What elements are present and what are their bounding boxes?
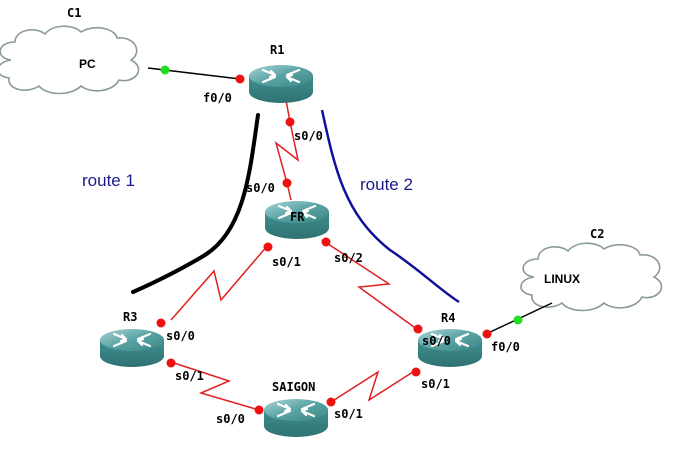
port-fr-s01 — [263, 242, 273, 252]
router-r1-label: R1 — [270, 43, 284, 57]
port-label-r4-s01: s0/1 — [421, 377, 450, 391]
port-r1-s00 — [285, 117, 295, 127]
port-saigon-s00 — [254, 405, 264, 415]
port-label-saigon-s00: s0/0 — [216, 412, 245, 426]
cloud-c2-text: LINUX — [544, 272, 580, 286]
route-1-label: route 1 — [82, 171, 135, 190]
router-r4-label: R4 — [441, 311, 455, 325]
route-2-label: route 2 — [360, 175, 413, 194]
port-r1-f00 — [235, 74, 245, 84]
cloud-c2[interactable] — [520, 242, 663, 312]
port-r4-s00 — [413, 324, 423, 334]
link-fr-r4[interactable] — [321, 239, 419, 331]
cloud-c2-label: C2 — [590, 227, 604, 241]
port-label-r3-s01: s0/1 — [175, 369, 204, 383]
port-label-r1-f00: f0/0 — [203, 91, 232, 105]
port-c1-up — [160, 65, 170, 75]
router-icon — [247, 63, 315, 105]
port-label-fr-s00: s0/0 — [246, 181, 275, 195]
port-r3-s01 — [166, 358, 176, 368]
router-saigon-label: SAIGON — [272, 380, 315, 394]
cloud-c1-text: PC — [79, 57, 96, 71]
port-label-r3-s00: s0/0 — [166, 329, 195, 343]
link-r3-saigon[interactable] — [170, 361, 260, 411]
router-r1[interactable] — [247, 63, 315, 105]
port-label-fr-s01: s0/1 — [272, 255, 301, 269]
cloud-c1[interactable] — [0, 25, 140, 95]
port-fr-s02 — [321, 237, 331, 247]
router-icon — [98, 327, 166, 369]
port-saigon-s01 — [326, 397, 336, 407]
route-1-path — [131, 113, 260, 294]
route-2-path — [320, 109, 460, 304]
router-fr-label: FR — [290, 210, 305, 224]
cloud-icon — [520, 242, 663, 312]
cloud-c1-label: C1 — [67, 6, 81, 20]
port-label-saigon-s01: s0/1 — [334, 407, 363, 421]
router-saigon[interactable] — [262, 397, 330, 439]
port-r4-s01 — [411, 367, 421, 377]
link-fr-r3[interactable] — [170, 244, 269, 321]
router-r3[interactable] — [98, 327, 166, 369]
port-label-r1-s00: s0/0 — [294, 129, 323, 143]
port-label-r4-s00: s0/0 — [422, 334, 451, 348]
port-r3-s00 — [156, 318, 166, 328]
router-icon — [262, 397, 330, 439]
port-label-fr-s02: s0/2 — [334, 251, 363, 265]
link-saigon-r4[interactable] — [330, 369, 417, 403]
port-label-r4-f00: f0/0 — [491, 340, 520, 354]
cloud-icon — [0, 25, 140, 95]
port-c2-up — [513, 315, 523, 325]
port-fr-s00 — [282, 178, 292, 188]
port-r4-f00 — [482, 329, 492, 339]
router-r3-label: R3 — [123, 310, 137, 324]
